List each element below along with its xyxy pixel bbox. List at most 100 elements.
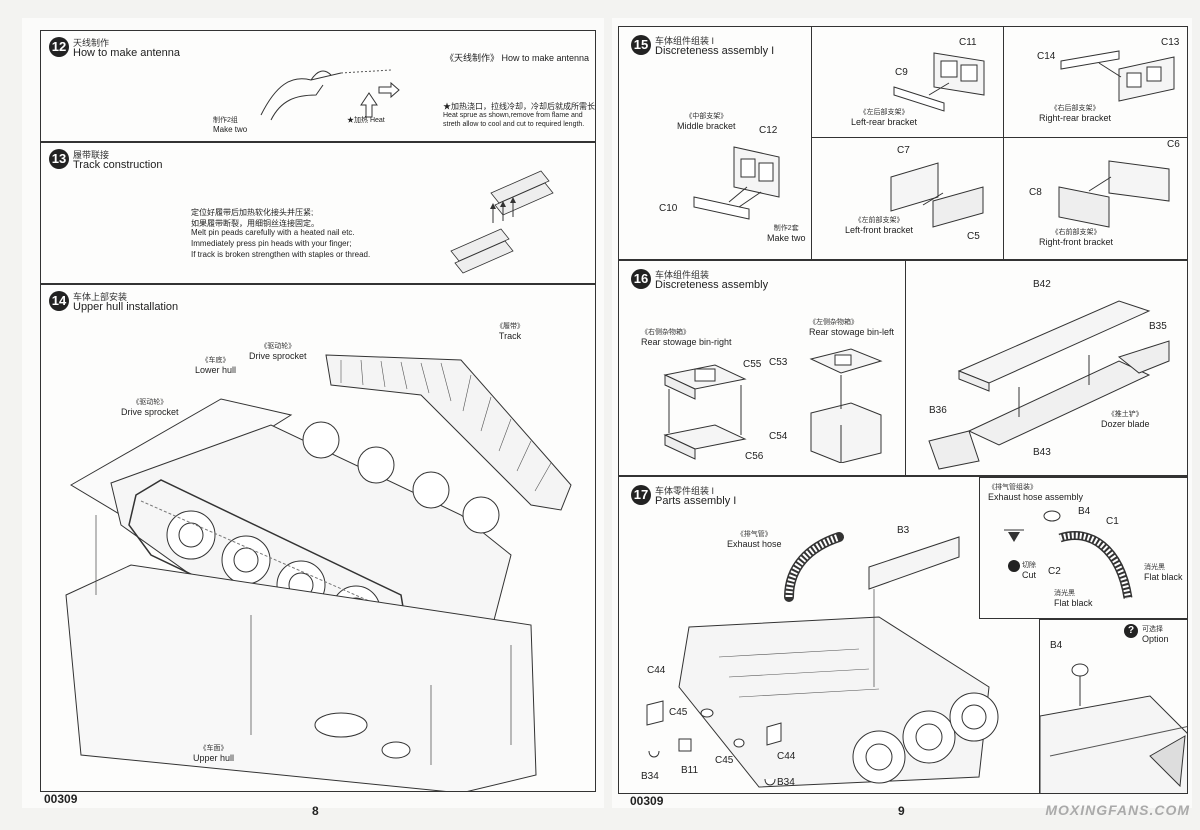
label-lower-hull: 《车底》Lower hull <box>195 357 237 375</box>
step-13-panel: 13 履带联接 Track construction 定位好履带后加热软化接头并… <box>40 142 596 284</box>
step-12-panel: 12 天线制作 How to make antenna 制作2组 Make tw… <box>40 30 596 142</box>
part-c11: C11 <box>959 37 977 48</box>
part-c8: C8 <box>1029 187 1042 198</box>
label-drive-sprocket-top: 《驱动轮》Drive sprocket <box>249 343 307 361</box>
right-page-number: 9 <box>898 804 905 818</box>
step-12-title-cn: 天线制作 <box>73 38 110 48</box>
step-12-note-cn: ★加热浇口，拉线冷却，冷却后就成所需长度。 <box>443 102 596 111</box>
bin-left-label: 《左侧杂物箱》Rear stowage bin-left <box>809 319 895 337</box>
part-b35: B35 <box>1149 321 1167 332</box>
part-c1: C1 <box>1106 516 1119 527</box>
part-c5: C5 <box>967 231 980 242</box>
step-14-title-cn: 车体上部安装 <box>73 292 128 302</box>
step-16-title-en: Discreteness assembly <box>655 279 769 291</box>
step-14-number: 14 <box>49 291 69 311</box>
step-16-number: 16 <box>631 269 651 289</box>
part-c2: C2 <box>1048 566 1061 577</box>
left-rear-bracket-drawing <box>893 52 985 112</box>
part-c6: C6 <box>1167 139 1180 150</box>
step-16-panel: 16 车体组件组装 Discreteness assembly 《右侧杂物箱》R… <box>618 260 1188 476</box>
step-13-number: 13 <box>49 149 69 169</box>
part-c45-left: C45 <box>669 707 688 718</box>
step-12-make-en: Make two <box>213 125 248 134</box>
step-15-title-cn: 车体组件组装 I <box>655 36 715 46</box>
step-13-note-cn: 定位好履带后加热软化接头并压紧; 如果履带断裂，用细铜丝连接固定。 <box>191 208 319 228</box>
bin-left-drawing <box>809 348 883 463</box>
step-12-note-en: Heat sprue as shown,remove from flame an… <box>443 112 585 128</box>
step-17-number: 17 <box>631 485 651 505</box>
label-track: 《履带》Track <box>496 323 524 341</box>
step-17-panel: 17 车体零件组装 I Parts assembly I 《排气管》Exhaus… <box>618 476 1188 794</box>
exhaust-inset-title: 《排气管组装》Exhaust hose assembly <box>988 484 1084 502</box>
right-page: 15 车体组件组装 I Discreteness assembly I 《中部支… <box>612 18 1192 818</box>
divider <box>905 261 906 475</box>
left-front-bracket-label: 《左前部支架》Left-front bracket <box>845 217 914 235</box>
part-b34-left: B34 <box>641 771 659 782</box>
bin-right-drawing <box>663 364 747 460</box>
antenna-illustration <box>260 69 400 121</box>
part-b4-inset: B4 <box>1078 506 1091 517</box>
part-c7: C7 <box>897 145 910 156</box>
right-rear-bracket-label: 《右后部支架》Right-rear bracket <box>1039 105 1112 123</box>
step-17-title-en: Parts assembly I <box>655 495 737 507</box>
right-front-bracket-drawing <box>1058 160 1170 228</box>
part-b36: B36 <box>929 405 947 416</box>
step-16-title-cn: 车体组件组装 <box>655 270 710 280</box>
part-c10: C10 <box>659 203 678 214</box>
step-12-number: 12 <box>49 37 69 57</box>
part-b34-right: B34 <box>777 777 795 788</box>
label-upper-hull: 《车面》Upper hull <box>193 745 235 763</box>
step-13-title-cn: 履带联接 <box>73 150 110 160</box>
main-assembly-drawing <box>646 532 999 788</box>
upper-hull-illustration <box>65 354 572 791</box>
right-front-bracket-label: 《右前部支架》Right-front bracket <box>1039 229 1114 247</box>
part-c13: C13 <box>1161 37 1180 48</box>
middle-bracket-drawing <box>693 146 780 220</box>
label-drive-sprocket-left: 《驱动轮》Drive sprocket <box>121 399 179 417</box>
step-15-panel: 15 车体组件组装 I Discreteness assembly I 《中部支… <box>618 26 1188 260</box>
part-b11: B11 <box>681 765 699 776</box>
watermark: MOXINGFANS.COM <box>1045 802 1190 818</box>
part-b3: B3 <box>897 525 910 536</box>
step-13-title-en: Track construction <box>73 159 163 171</box>
step-12-right-title: 《天线制作》 How to make antenna <box>445 53 590 63</box>
part-c44-right: C44 <box>777 751 796 762</box>
part-c12: C12 <box>759 125 778 136</box>
track-links-illustration <box>450 170 554 274</box>
part-b42: B42 <box>1033 279 1051 290</box>
right-product-code: 00309 <box>630 794 664 808</box>
step-15-title-en: Discreteness assembly I <box>655 45 775 57</box>
right-rear-bracket-drawing <box>1060 50 1175 102</box>
divider <box>811 27 812 259</box>
part-c44-left: C44 <box>647 665 666 676</box>
middle-bracket-label: 《中部支架》Middle bracket <box>677 113 736 131</box>
part-c9: C9 <box>895 67 908 78</box>
part-c45-right: C45 <box>715 755 734 766</box>
option-drawing <box>1040 663 1187 793</box>
step-12-make-cn: 制作2组 <box>213 117 238 124</box>
part-c56: C56 <box>745 451 764 462</box>
part-c14: C14 <box>1037 51 1056 62</box>
left-product-code: 00309 <box>44 792 78 806</box>
left-rear-bracket-label: 《左后部支架》Left-rear bracket <box>851 109 918 127</box>
part-b4-option: B4 <box>1050 640 1063 651</box>
exhaust-inset-drawing <box>1004 510 1133 599</box>
dozer-blade-label: 《推土铲》Dozer blade <box>1101 411 1150 429</box>
option-mark: ? <box>1124 624 1138 638</box>
bin-right-label: 《右侧杂物箱》Rear stowage bin-right <box>641 329 732 347</box>
left-front-bracket-drawing <box>890 162 984 228</box>
step-12-title-en: How to make antenna <box>73 47 181 59</box>
part-b43: B43 <box>1033 447 1051 458</box>
divider <box>811 137 1187 138</box>
part-c54: C54 <box>769 431 788 442</box>
left-page-number: 8 <box>312 804 319 818</box>
step-13-note-en: Melt pin peads carefully with a heated n… <box>191 228 371 259</box>
heat-label: ★加热 Heat <box>347 117 385 124</box>
exhaust-inset: 《排气管组装》Exhaust hose assembly B4 C1 C2 切除… <box>979 477 1187 619</box>
